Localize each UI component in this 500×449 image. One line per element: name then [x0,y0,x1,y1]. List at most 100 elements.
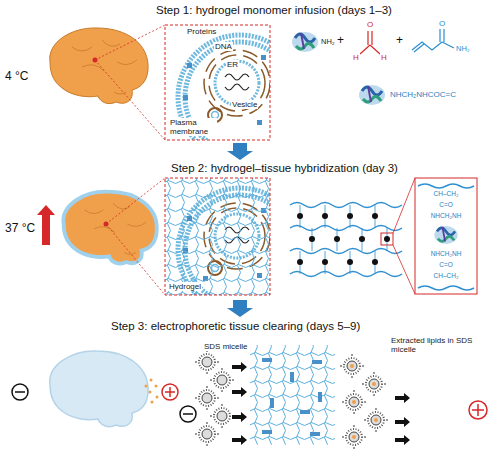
formaldehyde [360,31,380,54]
retained-proteins [262,430,272,434]
polymer-chains [290,203,402,277]
crosslinked-proteins [347,213,353,219]
lipid-micelle [340,354,388,448]
anode-symbol [162,384,178,400]
sds-micelle [195,350,219,373]
zoom-box [165,178,270,295]
crosslinked-proteins [372,213,378,219]
sds-micelle [195,386,219,409]
extracted-lipids [149,391,152,394]
crosslinked-proteins [297,259,303,265]
flow-arrow [232,412,247,422]
crosslinked-proteins [322,213,328,219]
anode-symbol [469,401,487,419]
formaldehyde [360,31,380,54]
chemical-group: NHCH₂NH [430,250,463,257]
lipid-dots [352,435,356,439]
retained-proteins [300,410,310,414]
cathode-symbol [183,413,193,415]
plus-sign: + [395,34,404,48]
polymer-chains [290,203,402,208]
part-label: ER [226,60,239,69]
chemical-group: NH₂ [320,38,336,47]
chemical-atom: H [380,53,388,62]
brain-sulci [85,203,147,254]
step-title: Step 3: electrophoretic tissue clearing … [110,320,361,333]
cleared-brain [50,351,148,427]
chemical-group: NH₂ [455,45,471,54]
cathode-symbol [180,406,196,422]
extracted-lipids [151,401,154,404]
crosslinked-proteins [309,236,315,242]
cathode-symbol [180,406,196,422]
acrylamide [412,29,454,52]
flow-arrow [232,362,247,372]
plus-sign: + [336,34,345,48]
acrylamide [412,29,454,52]
crosslinked-proteins [334,236,340,242]
lipid-micelle [342,425,366,448]
chemical-group: CH–CH₂ [433,190,460,197]
chemical-group: NHCH₂NH [430,212,463,219]
flow-arrow [395,435,410,445]
chemical-atom: O [366,20,374,29]
retained-proteins [290,372,294,382]
temperature-label: 4 °C [4,70,29,84]
chemical-group: C=O [438,201,454,208]
step-title: Step 2: hydrogel–tissue hybridization (d… [170,162,399,175]
cathode-symbol [12,384,28,400]
zoom-cell-hydrogel [165,178,302,312]
zoom-marker [381,233,393,245]
zoom-box [415,178,477,294]
lipid-micelle [340,354,364,377]
chemical-atom: H [352,53,360,62]
retained-proteins [310,432,320,436]
crosslinked-proteins [372,259,378,265]
brain-step1 [50,28,148,104]
lipid-dots [352,400,356,404]
protein-molecule [359,85,385,105]
leader-line [106,178,165,295]
brain-step2 [63,192,156,264]
part-label: Plasma membrane [169,118,217,136]
polymer-chains [290,272,402,277]
zoom-box [165,25,270,140]
retained-proteins [262,358,272,362]
extracted-lipids [155,385,158,388]
part-label: Proteins [186,27,217,36]
extracted-lipids [145,385,148,388]
polymer-chains [300,205,387,274]
part-label: DNA [214,42,233,51]
brain-sulci [85,203,147,254]
polymer-chains [290,226,402,231]
anode-symbol [165,387,175,397]
zoom-chains [418,286,474,290]
lipid-micelle [342,390,366,413]
step-title: Step 1: hydrogel monomer infusion (days … [155,4,393,17]
brain-step1 [50,28,148,104]
lipid-dots [374,418,378,422]
leader-line [393,178,415,294]
flow-arrow [232,435,247,445]
lipid-dots [372,382,376,386]
cleared-brain [50,351,148,427]
lipid-micelle [364,408,388,431]
zoom-cell-hydrogel [165,178,270,295]
crosslinked-proteins [359,236,365,242]
crosslinked-proteins [322,259,328,265]
lipid-micelle [362,372,386,395]
extracted-lipids [150,379,153,382]
step-arrow [227,300,253,317]
retained-proteins [270,398,274,408]
retained-proteins [262,358,322,436]
polymer-chains [290,249,402,254]
retained-proteins [312,360,322,364]
brain-step2 [63,192,156,264]
anode-symbol [162,384,178,400]
flow-arrow [232,362,247,445]
sds-micelle [210,368,234,391]
tissue-hydrogel-mesh [250,345,335,445]
leader-line [95,25,165,140]
anode-symbol [469,401,487,419]
